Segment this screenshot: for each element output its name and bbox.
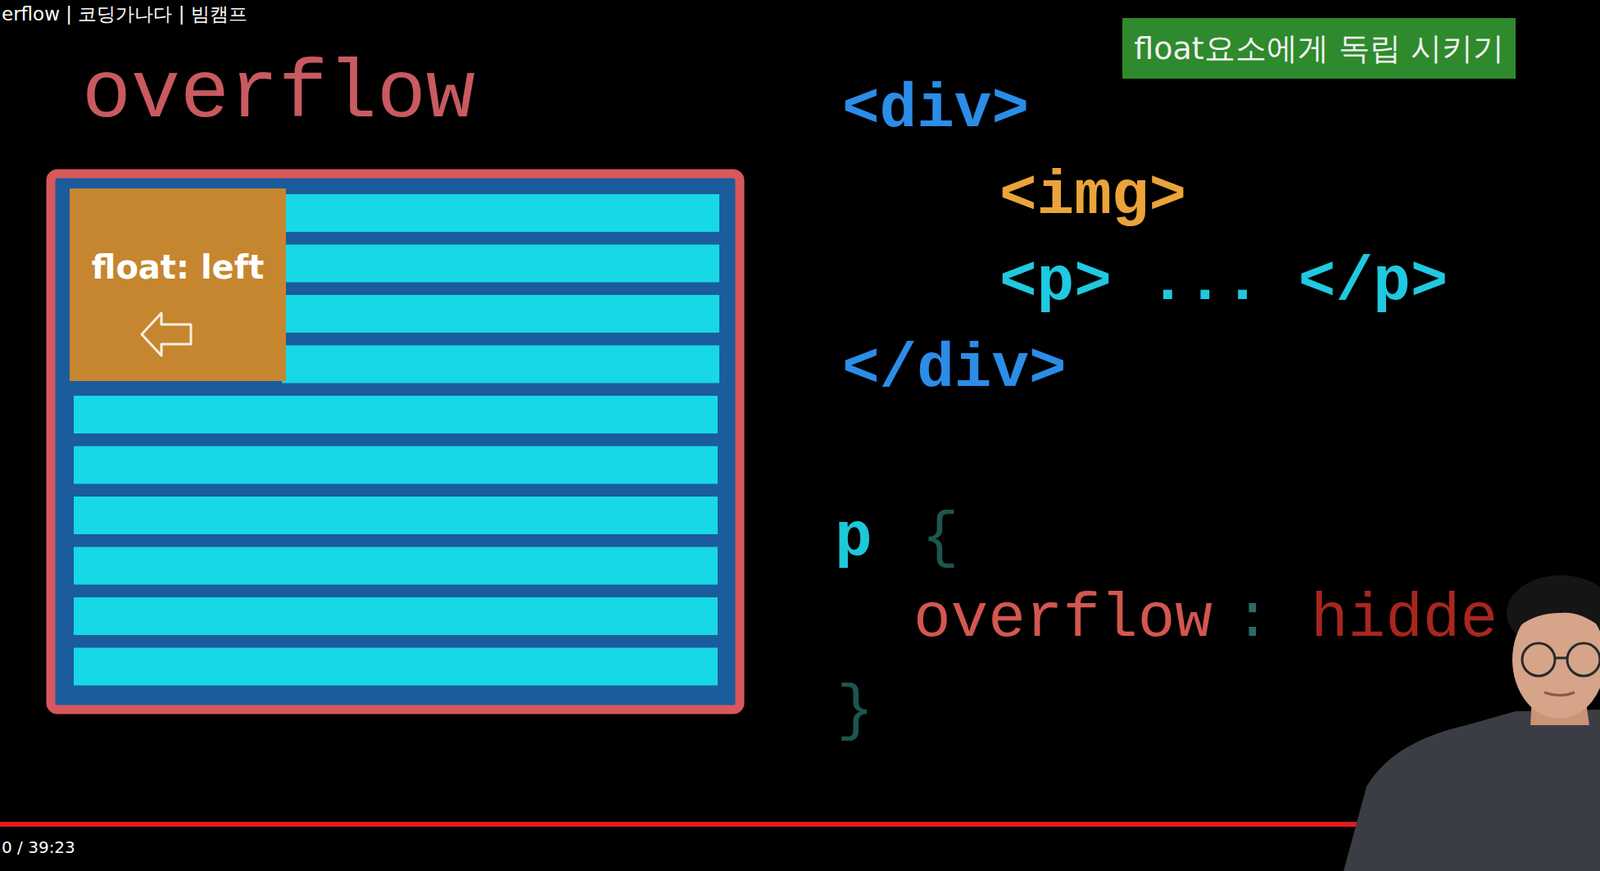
code-token: overflow [913, 588, 1213, 651]
text-line-bar [73, 547, 718, 585]
caption-banner: float요소에게 독립 시키기 [1122, 18, 1516, 79]
text-line-bar [73, 597, 718, 635]
presenter-shirt [1343, 709, 1600, 871]
code-line: </div> [842, 338, 1067, 401]
text-line-bar [73, 395, 718, 434]
presenter-mouth [1544, 692, 1575, 696]
code-token: hidde [1310, 588, 1498, 651]
text-line-bar [73, 446, 718, 485]
node-text: float: left [69, 247, 286, 287]
code-line: <div> [842, 78, 1029, 141]
code-line: <img> [999, 165, 1187, 228]
float-box: float: left [69, 188, 286, 381]
video-time: 0 / 39:23 [1, 838, 76, 856]
container-box [50, 173, 740, 710]
text-line-bar [281, 244, 720, 283]
slide-title: overflow [81, 54, 476, 136]
video-title: erflow | 코딩가나다 | 빔캠프 [1, 4, 248, 24]
text-line-bar [281, 194, 720, 232]
text-line-bar [73, 496, 718, 535]
presenter-fringe [1513, 591, 1600, 631]
glasses-left [1522, 643, 1555, 676]
code-token: p [834, 507, 873, 570]
glasses-right [1567, 643, 1600, 676]
code-token: : [1233, 588, 1272, 651]
left-arrow [141, 312, 191, 356]
glasses-bridge [1554, 657, 1568, 660]
progress-bar [0, 821, 1516, 827]
text-line-bar [281, 294, 720, 333]
text-line-bar [281, 345, 720, 384]
code-token: } [836, 679, 875, 743]
text-line-bar [73, 648, 718, 686]
code-token: { [921, 507, 960, 570]
node-text: float요소에게 독립 시키기 [1122, 18, 1516, 79]
code-line: <p> ... </p> [999, 251, 1448, 314]
